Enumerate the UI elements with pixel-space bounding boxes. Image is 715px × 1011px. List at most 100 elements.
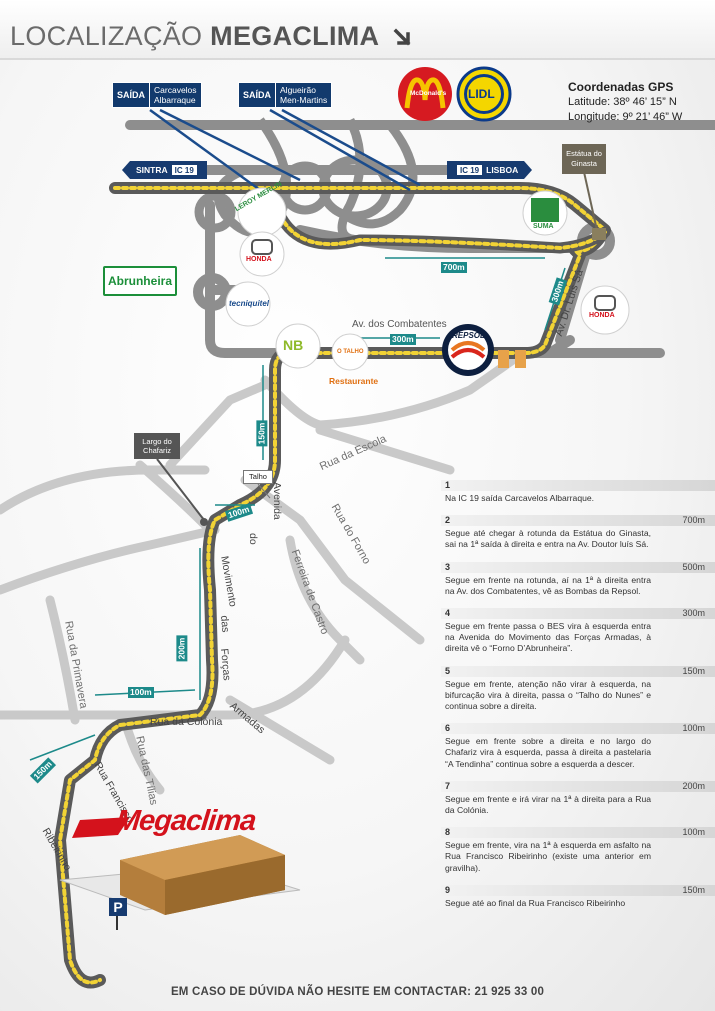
megaclima-logo-text: Megaclima <box>114 805 258 837</box>
page-title: LOCALIZAÇÃO MEGACLIMA <box>10 21 413 52</box>
step-text: Segue até chegar à rotunda da Estátua do… <box>445 528 651 550</box>
latitude-value: 38º 46’ 15” N <box>613 96 677 108</box>
step-distance: 200m <box>682 780 705 791</box>
highway-ic19 <box>125 120 715 175</box>
suma-logo-text: SUMA <box>533 223 554 230</box>
tecniquitel-logo-text: tecniquitel <box>229 299 270 308</box>
step-text: Segue até ao final da Rua Francisco Ribe… <box>445 897 626 908</box>
street-avenida: Avenida <box>271 482 283 520</box>
parking-sign: P <box>109 898 127 916</box>
step-text: Segue em frente, atenção não virar à esq… <box>445 678 651 712</box>
step-number: 5 <box>445 665 451 676</box>
street-av-combatentes: Av. dos Combatentes <box>352 319 447 330</box>
suma-mark <box>531 198 559 222</box>
step-header: 9 150m <box>441 884 715 896</box>
distance-150m: 150m <box>256 420 268 447</box>
exit-line1: Algueirão <box>280 85 316 95</box>
arrow-left-icon <box>122 161 130 179</box>
lidl-logo <box>456 66 512 122</box>
longitude-value: 9º 21’ 46” W <box>622 111 683 123</box>
ic19-badge: IC 19 <box>456 164 484 176</box>
gps-longitude: Longitude: 9º 21’ 46” W <box>568 110 682 125</box>
exit-label: SAÍDA <box>243 90 272 100</box>
mcdonalds-logo-text: McDonald's <box>410 90 447 97</box>
street-rua-colonia: Rua da Colónia <box>150 716 223 728</box>
step-distance: 150m <box>682 884 705 895</box>
longitude-label: Longitude: <box>568 111 620 123</box>
step-text: Segue em frente passa o BES vira à esque… <box>445 621 651 654</box>
distance-100m-lower: 100m <box>128 687 154 698</box>
title-light: LOCALIZAÇÃO <box>10 21 203 51</box>
step-number: 8 <box>445 827 451 838</box>
exit-line2: Men-Martins <box>280 95 328 105</box>
route-path <box>54 182 611 989</box>
header-divider <box>0 58 715 60</box>
honda-logo-text-2: HONDA <box>589 312 615 319</box>
step-number: 4 <box>445 608 451 619</box>
step-header: 1 <box>441 480 715 491</box>
gps-title: Coordenadas GPS <box>568 80 674 94</box>
fuel-pump-icon <box>498 350 526 368</box>
distance-300m-avenue: 300m <box>390 334 416 345</box>
contact-footer: EM CASO DE DÚVIDA NÃO HESITE EM CONTACTA… <box>170 986 545 998</box>
highway-interchange <box>194 117 418 245</box>
step-text: Na IC 19 saída Carcavelos Albarraque. <box>445 493 595 503</box>
megaclima-swoosh <box>72 817 130 838</box>
direction-step: 1 Na IC 19 saída Carcavelos Albarraque. <box>441 480 715 504</box>
label-talho: Talho <box>243 470 273 484</box>
restaurante-label: Restaurante <box>329 376 379 386</box>
street-do: do <box>247 533 259 545</box>
minor-roads <box>0 350 525 795</box>
distance-700m: 700m <box>441 262 467 273</box>
step-distance: 500m <box>682 561 705 572</box>
title-bold: MEGACLIMA <box>210 21 380 51</box>
step-text: Segue em frente sobre a direita e no lar… <box>445 736 651 769</box>
honda-logo-text: HONDA <box>246 256 272 263</box>
mcdonalds-logo <box>398 67 452 121</box>
lidl-logo-text: LIDL <box>468 87 495 101</box>
step-number: 7 <box>445 780 451 791</box>
statue-icon <box>583 171 606 240</box>
step-distance: 100m <box>682 723 705 734</box>
step-header: 4 300m <box>441 608 715 620</box>
exit-leader-lines <box>149 108 421 192</box>
gps-coordinates: Coordenadas GPS Latitude: 38º 46’ 15” N … <box>568 80 682 125</box>
step-distance: 300m <box>682 608 705 619</box>
step-number: 1 <box>445 480 451 490</box>
exit-label: SAÍDA <box>117 90 146 100</box>
repsol-mark <box>450 341 486 359</box>
ic19-badge: IC 19 <box>170 164 198 176</box>
step-number: 3 <box>445 561 451 572</box>
step-text: Segue em frente na rotunda, aí na 1ª à d… <box>445 574 651 596</box>
exit-line2: Albarraque <box>154 95 196 105</box>
sign-abrunheira: Abrunheira <box>103 266 177 296</box>
street-das: das <box>218 615 232 633</box>
repsol-logo-text: REPSOL <box>452 331 485 340</box>
header: LOCALIZAÇÃO MEGACLIMA <box>0 0 715 60</box>
honda-mark <box>251 239 616 311</box>
step-header: 7 200m <box>441 780 715 792</box>
distance-200m: 200m <box>176 635 188 662</box>
arrow-down-right-icon <box>393 28 411 46</box>
arrow-right-icon <box>524 161 533 179</box>
step-text: Segue em frente e irá virar na 1ª à dire… <box>445 793 651 816</box>
step-number: 9 <box>445 884 451 895</box>
step-number: 2 <box>445 515 451 526</box>
